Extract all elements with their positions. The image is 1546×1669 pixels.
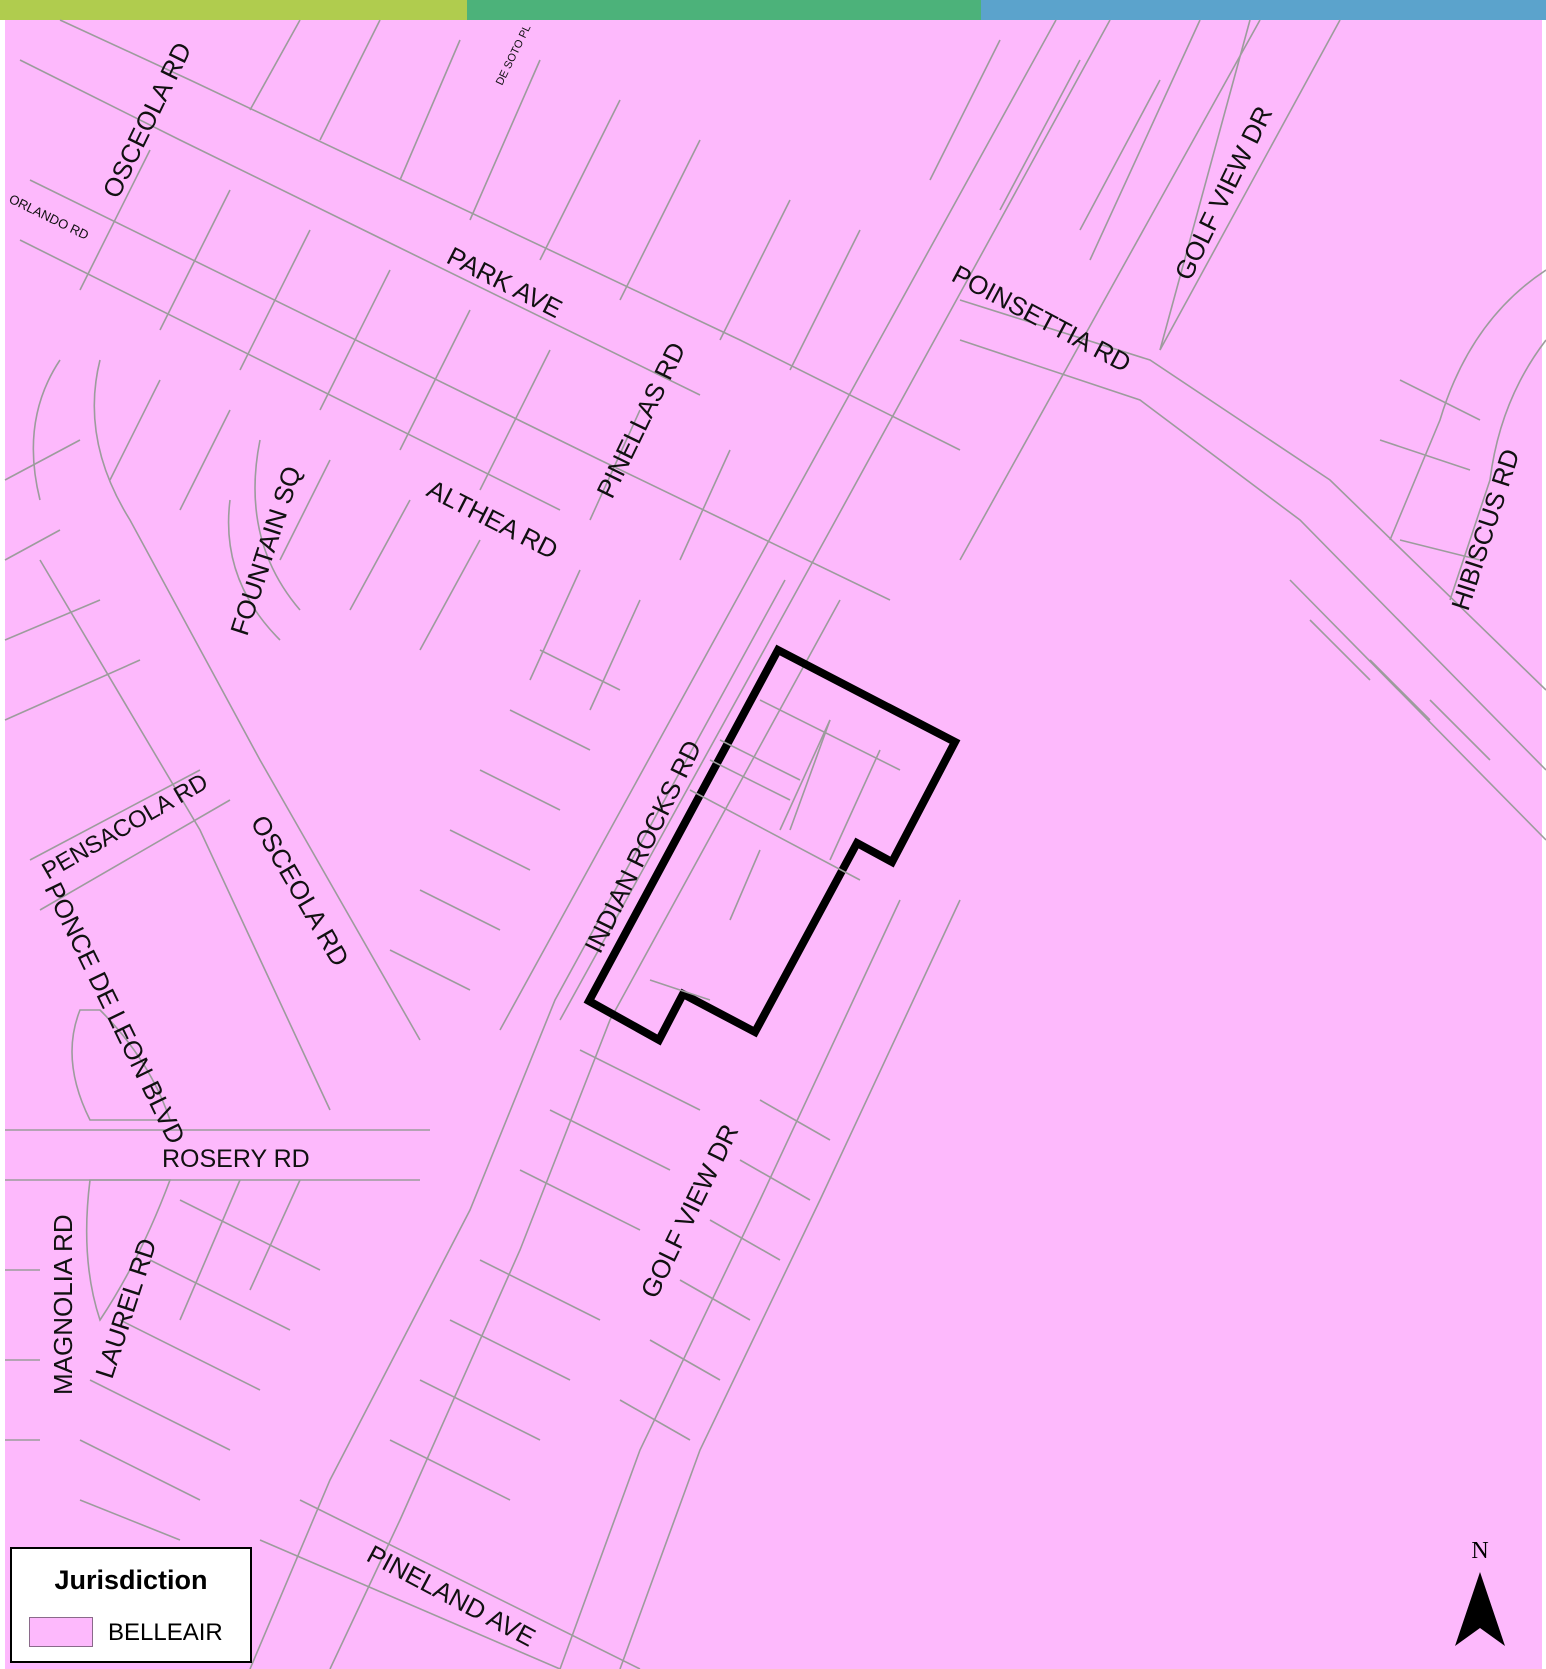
site-boundary-outline[interactable]: [583, 644, 961, 1046]
street-label-magnolia: MAGNOLIA RD: [48, 1214, 78, 1395]
header-bar-segment-green-light: [0, 0, 467, 20]
map-background: [5, 20, 1542, 1669]
site-interior-lines: [649, 699, 901, 1001]
header-bar-segment-green: [467, 0, 981, 20]
parcel-lines: [4, 19, 1546, 1669]
header-color-bar: [0, 0, 1546, 20]
map-legend: Jurisdiction BELLEAIR: [10, 1547, 252, 1663]
legend-title: Jurisdiction: [54, 1565, 208, 1595]
street-label-rosery: ROSERY RD: [162, 1145, 310, 1173]
north-arrow-icon: [1455, 1572, 1505, 1646]
north-arrow-label: N: [1471, 1538, 1489, 1564]
legend-swatch-belleair: [29, 1617, 93, 1647]
north-arrow: N: [1450, 1538, 1510, 1658]
legend-label-belleair: BELLEAIR: [108, 1619, 223, 1646]
header-bar-segment-blue: [981, 0, 1546, 20]
